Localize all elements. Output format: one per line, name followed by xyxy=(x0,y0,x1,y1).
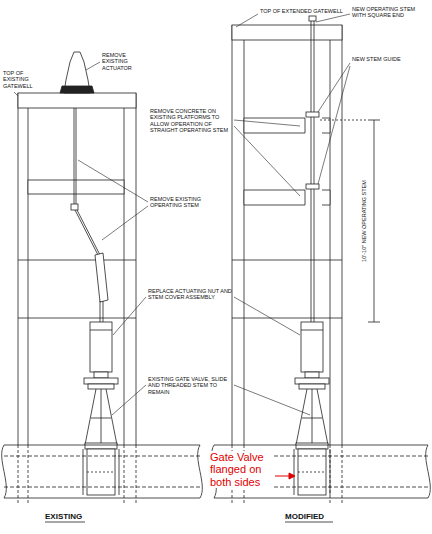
level-note: TOP OF EXISTING GATEWELL xyxy=(3,70,41,89)
red-arrow xyxy=(275,473,295,479)
callout-note: REMOVE EXISTING ACTUATOR xyxy=(102,52,150,71)
leader-lines xyxy=(14,14,350,415)
view-title: MODIFIED xyxy=(285,512,355,521)
callout-note: REMOVE CONCRETE ON EXISTING PLATFORMS TO… xyxy=(150,108,232,134)
callout-note: REPLACE ACTUATING NUT AND STEM COVER ASS… xyxy=(148,288,232,301)
level-note: TOP OF EXTENDED GATEWELL xyxy=(260,8,350,14)
modified-view xyxy=(212,16,431,522)
red-annotation: Gate Valve flanged on both sides xyxy=(210,451,274,488)
dimension-text: 10'-10" NEW OPERATING STEM xyxy=(361,180,367,262)
callout-note: REMOVE EXISTING OPERATING STEM xyxy=(150,196,230,209)
callout-note: EXISTING GATE VALVE, SLIDE AND THREADED … xyxy=(148,376,232,395)
view-title: EXISTING xyxy=(45,512,105,521)
callout-note: NEW STEM GUIDE xyxy=(352,56,402,62)
callout-note: NEW OPERATING STEM WITH SQUARE END xyxy=(352,6,428,19)
